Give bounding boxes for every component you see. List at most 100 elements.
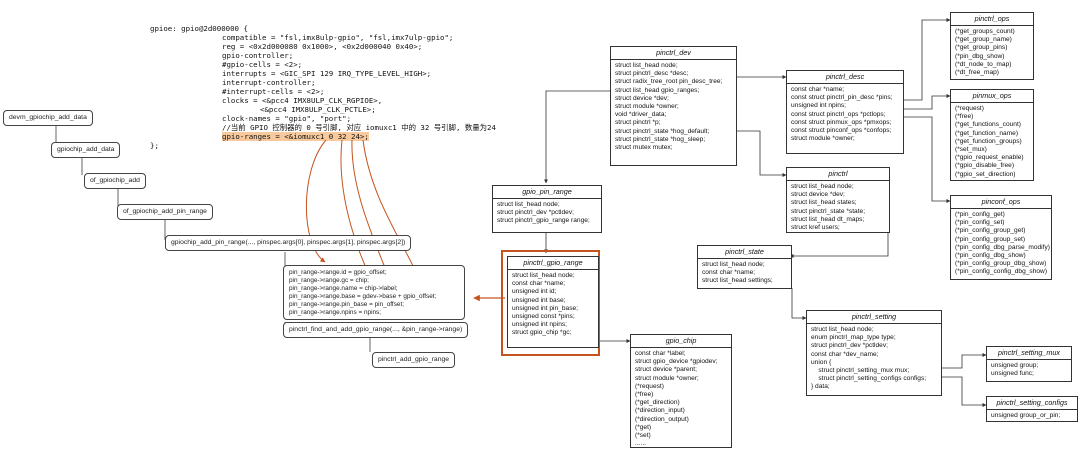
struct-title: pinconf_ops xyxy=(951,196,1051,209)
struct-field: const char *name; xyxy=(512,280,566,288)
struct-pinctrl-setting: pinctrl_setting struct list_head node; e… xyxy=(806,310,942,396)
struct-title: pinctrl_ops xyxy=(951,13,1033,26)
struct-field: unsigned int pin_base; xyxy=(512,304,578,312)
struct-field: struct gpio_device *gpiodev; xyxy=(635,358,718,366)
call-of-gpiochip-add: of_gpiochip_add xyxy=(84,173,146,189)
struct-field: struct list_head node; xyxy=(791,183,854,190)
struct-pinctrl: pinctrl struct list_head node; struct de… xyxy=(786,167,890,233)
code-line: }; xyxy=(150,141,159,150)
struct-field: struct list_head gpio_ranges; xyxy=(615,86,700,94)
struct-title: pinctrl_setting_configs xyxy=(987,397,1077,410)
struct-field: (*get_function_name) xyxy=(955,129,1019,137)
struct-gpio-chip: gpio_chip const char *label; struct gpio… xyxy=(630,334,732,448)
struct-field: (*dt_node_to_map) xyxy=(955,60,1012,68)
code-line: #interrupt-cells = <2>; xyxy=(222,87,325,96)
code-line: clocks = <&pcc4 IMX8ULP_CLK_RGPIOE>, xyxy=(222,96,383,105)
code-line: gpio-controller; xyxy=(222,51,294,60)
struct-field: unsigned int npins; xyxy=(791,102,846,110)
struct-field: struct module *owner; xyxy=(791,135,855,143)
struct-field: (*request) xyxy=(955,105,984,112)
struct-field: void *driver_data; xyxy=(615,111,667,119)
struct-field: (*gpio_disable_free) xyxy=(955,162,1015,170)
struct-field: const struct pinctrl_ops *pctlops; xyxy=(791,110,886,118)
struct-field: (*request) xyxy=(635,382,664,390)
struct-pinctrl-dev: pinctrl_dev struct list_head node; struc… xyxy=(610,46,737,166)
struct-field: (*gpio_set_direction) xyxy=(955,170,1016,178)
struct-field: (*dt_free_map) xyxy=(955,69,999,77)
struct-title: pinctrl_desc xyxy=(787,71,903,84)
struct-field: struct pinctrl_dev *pctldev; xyxy=(497,209,574,217)
struct-field: struct list_head settings; xyxy=(702,277,773,285)
assign-line: pin_range->range.gc = chip; xyxy=(289,276,369,284)
struct-field: struct radix_tree_root pin_desc_tree; xyxy=(615,78,723,86)
struct-field: struct mutex mutex; xyxy=(615,144,673,152)
code-line: interrupts = <GIC_SPI 129 IRQ_TYPE_LEVEL… xyxy=(222,69,432,78)
struct-field: (*set_mux) xyxy=(955,146,987,154)
call-gpiochip-add-data: gpiochip_add_data xyxy=(51,142,121,158)
struct-field: struct device *parent; xyxy=(635,366,697,374)
struct-field: (*free) xyxy=(635,391,654,399)
struct-field: (*pin_config_set) xyxy=(955,219,1005,227)
struct-field: unsigned group_or_pin; xyxy=(991,412,1061,419)
code-line: #gpio-cells = <2>; xyxy=(222,60,303,69)
struct-field: const char *label; xyxy=(635,350,686,357)
struct-field: unsigned group; xyxy=(991,362,1039,369)
struct-field: (*pin_dbg_show) xyxy=(955,52,1005,60)
struct-field: struct pinctrl_state *hog_sleep; xyxy=(615,135,706,143)
struct-field: (*set) xyxy=(635,432,651,440)
struct-pinctrl-ops: pinctrl_ops (*get_groups_count) (*get_gr… xyxy=(950,12,1034,80)
struct-field: (*pin_config_dbg_parse_modify) xyxy=(955,243,1050,251)
struct-title: pinctrl_dev xyxy=(611,47,736,60)
struct-field: const struct pinctrl_pin_desc *pins; xyxy=(791,94,893,102)
struct-field: (*gpio_request_enable) xyxy=(955,154,1024,162)
struct-field: const char *dev_name; xyxy=(811,350,879,358)
struct-field: struct pinctrl_setting_configs configs; xyxy=(811,375,927,383)
assign-line: pin_range->range.npins = npins; xyxy=(289,308,382,316)
call-pinctrl-find-and-add-gpio-range: pinctrl_find_and_add_gpio_range(..., &pi… xyxy=(283,322,469,338)
struct-field: (*pin_config_group_set) xyxy=(955,235,1026,243)
struct-field: const char *name; xyxy=(791,86,845,93)
assign-line: pin_range->range.name = chip->label; xyxy=(289,284,398,292)
struct-field: struct list_head node; xyxy=(512,272,575,279)
struct-field: (*direction_input) xyxy=(635,407,685,415)
call-gpiochip-add-pin-range: gpiochip_add_pin_range(..., pinspec.args… xyxy=(165,235,412,251)
struct-field: unsigned func; xyxy=(991,370,1034,378)
struct-field: unsigned int id; xyxy=(512,288,557,296)
struct-field: struct device *dev; xyxy=(615,94,669,102)
struct-field: struct device *dev; xyxy=(791,191,845,199)
struct-field: struct pinctrl_state *hog_default; xyxy=(615,127,710,135)
struct-field: (*get_group_name) xyxy=(955,36,1012,44)
struct-field: const struct pinmux_ops *pmxops; xyxy=(791,118,892,126)
struct-title: gpio_pin_range xyxy=(493,186,601,199)
struct-field: const struct pinconf_ops *confops; xyxy=(791,127,892,135)
struct-field: (*get) xyxy=(635,423,652,431)
struct-field: (*direction_output) xyxy=(635,415,689,423)
code-comment-line: //当前 GPIO 控制器的 0 号引脚, 对应 iomuxc1 中的 32 号… xyxy=(222,123,496,132)
struct-field: struct pinctrl_dev *pctldev; xyxy=(811,342,888,350)
struct-gpio-pin-range: gpio_pin_range struct list_head node; st… xyxy=(492,185,602,233)
assign-line: pin_range->range.base = gdev->base + gpi… xyxy=(289,292,437,300)
struct-field: (*pin_config_config_dbg_show) xyxy=(955,268,1048,276)
struct-field: struct pinctrl *p; xyxy=(615,119,661,127)
struct-title: pinctrl_setting xyxy=(807,311,941,324)
struct-field: struct gpio_chip *gc; xyxy=(512,329,572,337)
struct-field: struct pinctrl_gpio_range range; xyxy=(497,217,590,225)
code-line: compatible = "fsl,imx8ulp-gpio", "fsl,im… xyxy=(222,33,454,42)
struct-pinctrl-gpio-range: pinctrl_gpio_range struct list_head node… xyxy=(507,256,599,348)
struct-field: (*get_groups_count) xyxy=(955,28,1015,35)
struct-field: ...... xyxy=(635,440,646,448)
struct-title: pinctrl xyxy=(787,168,889,181)
struct-field: (*get_direction) xyxy=(635,399,680,407)
pin-range-assignments: pin_range->range.id = gpio_offset; pin_r… xyxy=(283,265,465,321)
struct-pinmux-ops: pinmux_ops (*request) (*free) (*get_func… xyxy=(950,89,1034,181)
code-line: reg = <0x2d000080 0x1000>, <0x2d000040 0… xyxy=(222,42,423,51)
highlight-frame xyxy=(501,250,600,356)
struct-pinctrl-state: pinctrl_state struct list_head node; con… xyxy=(697,245,792,289)
assign-line: pin_range->range.pin_base = pin_offset; xyxy=(289,300,405,308)
struct-field: (*free) xyxy=(955,113,974,121)
struct-field: struct list_head dt_maps; xyxy=(791,215,865,223)
struct-pinconf-ops: pinconf_ops (*pin_config_get) (*pin_conf… xyxy=(950,195,1052,280)
struct-field: (*pin_config_get) xyxy=(955,211,1005,218)
struct-pinctrl-setting-mux: pinctrl_setting_mux unsigned group; unsi… xyxy=(986,346,1072,382)
struct-field: (*get_function_groups) xyxy=(955,137,1022,145)
